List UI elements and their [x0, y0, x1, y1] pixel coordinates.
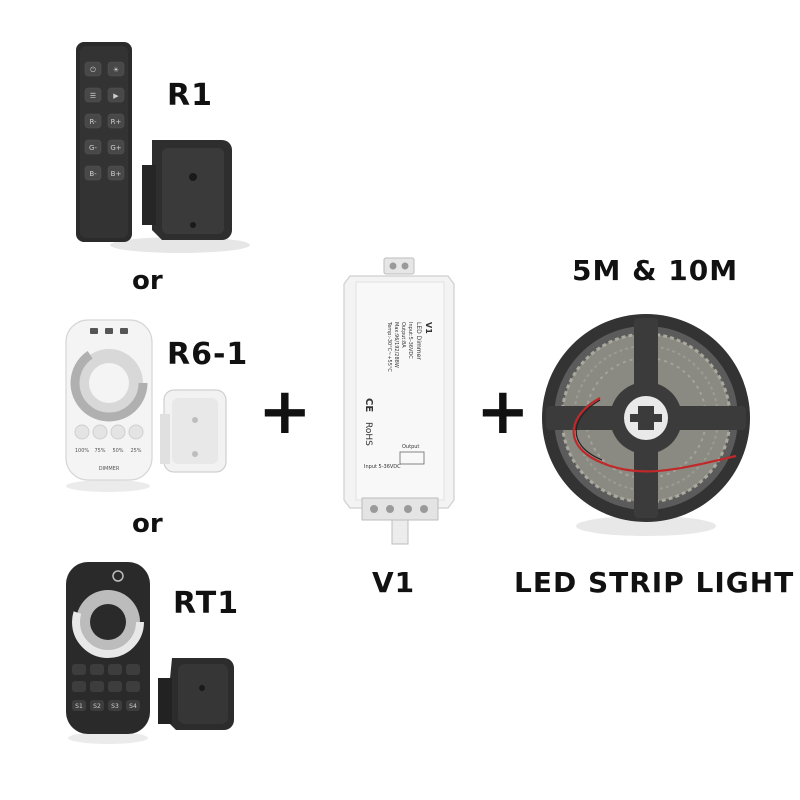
or-separator-1: or — [132, 266, 163, 296]
r1-btn-6: G- — [89, 144, 97, 152]
rt1-btn-1: S2 — [93, 703, 101, 710]
led-strip-reel-image — [540, 294, 752, 542]
r1-btn-0: ⏻ — [90, 66, 96, 74]
rt1-btn-2: S3 — [111, 703, 119, 710]
or-separator-2: or — [132, 509, 163, 539]
v1-output-label: Output — [402, 444, 419, 450]
r6-1-label: R6-1 — [167, 337, 249, 372]
r6-1-remote-image: 100% 75% 50% 25% DIMMER — [60, 318, 250, 498]
v1-spec-3: Temp:-30°C~+55°C — [386, 321, 392, 372]
r6-brand: DIMMER — [99, 466, 120, 472]
r1-btn-2: ☰ — [90, 92, 96, 100]
v1-ce-mark: CE — [363, 398, 374, 412]
r1-btn-1: ☀ — [113, 66, 119, 74]
r1-btn-4: R- — [89, 118, 97, 126]
v1-spec-0: Input:5-36VDC — [407, 322, 413, 359]
v1-spec-1: Output:8A — [400, 322, 406, 348]
v1-input-label: Input 5-36VDC — [364, 464, 401, 470]
r6-btn-1: 75% — [94, 448, 105, 454]
r6-btn-2: 50% — [112, 448, 123, 454]
v1-label: V1 — [372, 566, 416, 599]
v1-controller-image: V1 LED Dimmer Input:5-36VDC Output:8A Ma… — [340, 257, 460, 550]
r6-btn-0: 100% — [75, 448, 90, 454]
r1-btn-3: ▶ — [113, 92, 119, 100]
r1-btn-5: R+ — [111, 118, 122, 126]
r1-remote-image: ⏻ ☀ ☰ ▶ R- R+ G- G+ B- B+ — [70, 40, 250, 260]
rt1-btn-3: S4 — [129, 703, 137, 710]
strip-length-label: 5M & 10M — [572, 254, 739, 287]
v1-spec-2: Max:96/192/288W — [393, 322, 399, 368]
rt1-remote-image: S1 S2 S3 S4 — [60, 560, 250, 750]
v1-model-text: V1 — [424, 322, 433, 334]
strip-label: LED STRIP LIGHT — [514, 566, 795, 599]
plus-sign-1: + — [258, 375, 312, 449]
v1-rohs-mark: RoHS — [363, 422, 373, 446]
r1-btn-7: G+ — [110, 144, 121, 152]
r1-btn-8: B- — [89, 170, 97, 178]
rt1-btn-0: S1 — [75, 703, 83, 710]
r6-btn-3: 25% — [130, 448, 141, 454]
v1-title-text: LED Dimmer — [415, 322, 422, 360]
plus-sign-2: + — [476, 375, 530, 449]
rt1-label: RT1 — [173, 586, 240, 621]
r1-label: R1 — [167, 78, 213, 113]
r1-btn-9: B+ — [111, 170, 122, 178]
